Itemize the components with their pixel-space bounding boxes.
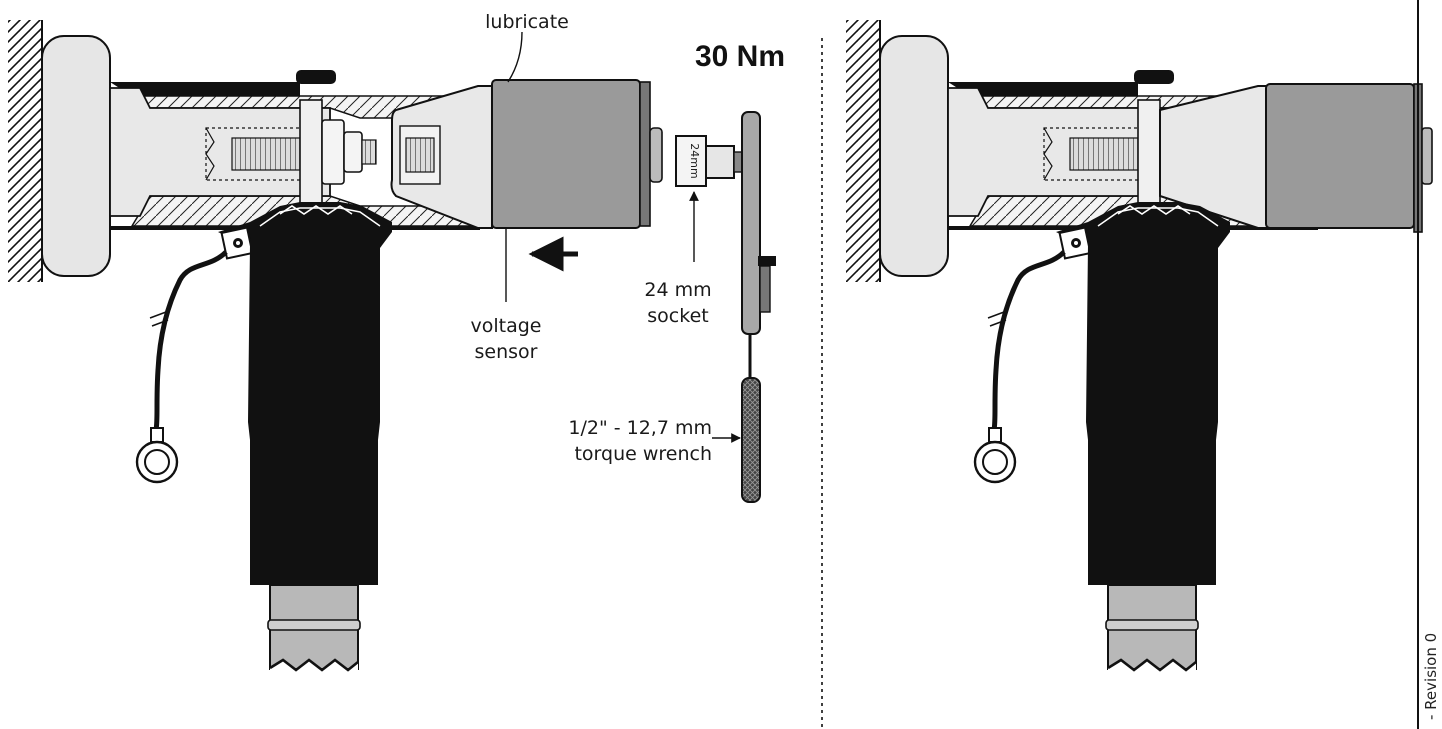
wrench-label-line2: torque wrench bbox=[574, 443, 712, 465]
revision-label: - Revision 0 bbox=[1422, 633, 1440, 720]
wrench-label-line1: 1/2" - 12,7 mm bbox=[568, 417, 712, 439]
torque-value-label: 30 Nm bbox=[695, 40, 785, 73]
left-figure-before-assembly: 24mm bbox=[7, 19, 776, 676]
socket-marking: 24mm bbox=[688, 143, 701, 178]
voltage-sensor-label-line2: sensor bbox=[475, 341, 538, 363]
socket-label-line1: 24 mm bbox=[644, 279, 711, 301]
right-figure-assembled bbox=[845, 19, 1433, 676]
lubricate-label: lubricate bbox=[485, 11, 569, 33]
socket-label-line2: socket bbox=[647, 305, 708, 327]
voltage-sensor-label-line1: voltage bbox=[471, 315, 542, 337]
